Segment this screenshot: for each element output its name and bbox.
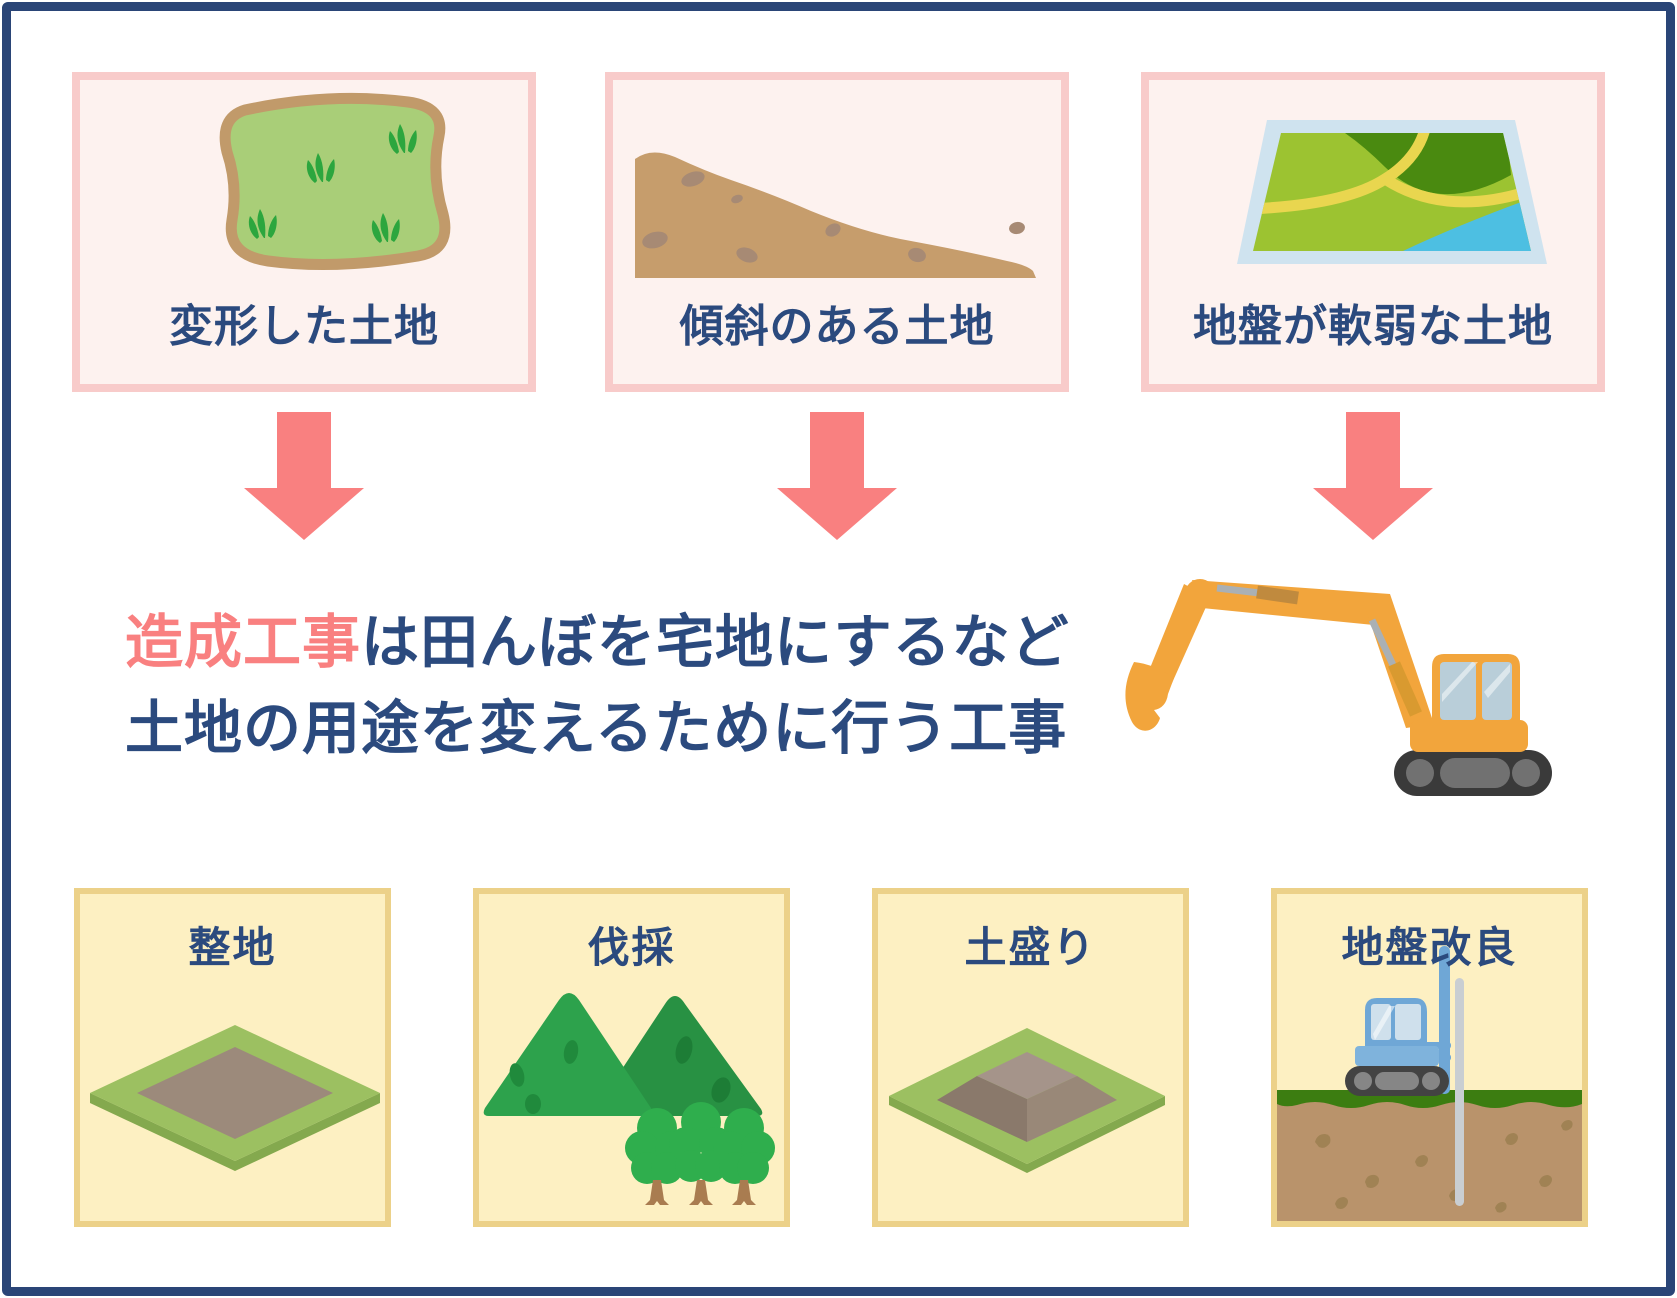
earth-mound-illustration — [889, 1028, 1165, 1173]
card-earth-mound: 土盛り — [872, 888, 1189, 1227]
headline-highlight: 造成工事 — [125, 610, 362, 675]
card-label: 変形した土地 — [169, 302, 439, 351]
down-arrow-icon — [1313, 412, 1433, 540]
sloped-land-illustration — [635, 152, 1036, 278]
card-label: 地盤改良 — [1341, 924, 1518, 971]
headline-line-1: 造成工事は田んぼを宅地にするなど — [125, 600, 1070, 686]
headline-line1-rest: は田んぼを宅地にするなど — [361, 610, 1070, 675]
card-label: 伐採 — [587, 924, 676, 971]
card-label: 土盛り — [964, 924, 1097, 971]
card-sloped-land: 傾斜のある土地 — [605, 72, 1069, 392]
card-label: 地盤が軟弱な土地 — [1193, 302, 1553, 351]
card-label: 傾斜のある土地 — [679, 302, 995, 351]
irregular-land-illustration — [219, 92, 451, 271]
down-arrow-icon — [777, 412, 897, 540]
card-tree-felling: 伐採 — [473, 888, 790, 1227]
card-label: 整地 — [188, 924, 277, 971]
down-arrow-icon — [244, 412, 364, 540]
card-irregular-land: 変形した土地 — [72, 72, 536, 392]
tree-felling-illustration — [483, 993, 775, 1205]
card-ground-improvement: 地盤改良 — [1271, 888, 1588, 1227]
headline-text: 造成工事は田んぼを宅地にするなど 土地の用途を変えるために行う工事 — [125, 600, 1070, 772]
leveled-ground-illustration — [90, 1025, 380, 1171]
card-leveled-ground: 整地 — [74, 888, 391, 1227]
ground-improvement-illustration — [1277, 946, 1582, 1221]
headline-line-2: 土地の用途を変えるために行う工事 — [125, 696, 1068, 761]
excavator-illustration — [1122, 542, 1562, 807]
card-soft-ground: 地盤が軟弱な土地 — [1141, 72, 1605, 392]
soft-ground-map-illustration — [1237, 120, 1547, 264]
